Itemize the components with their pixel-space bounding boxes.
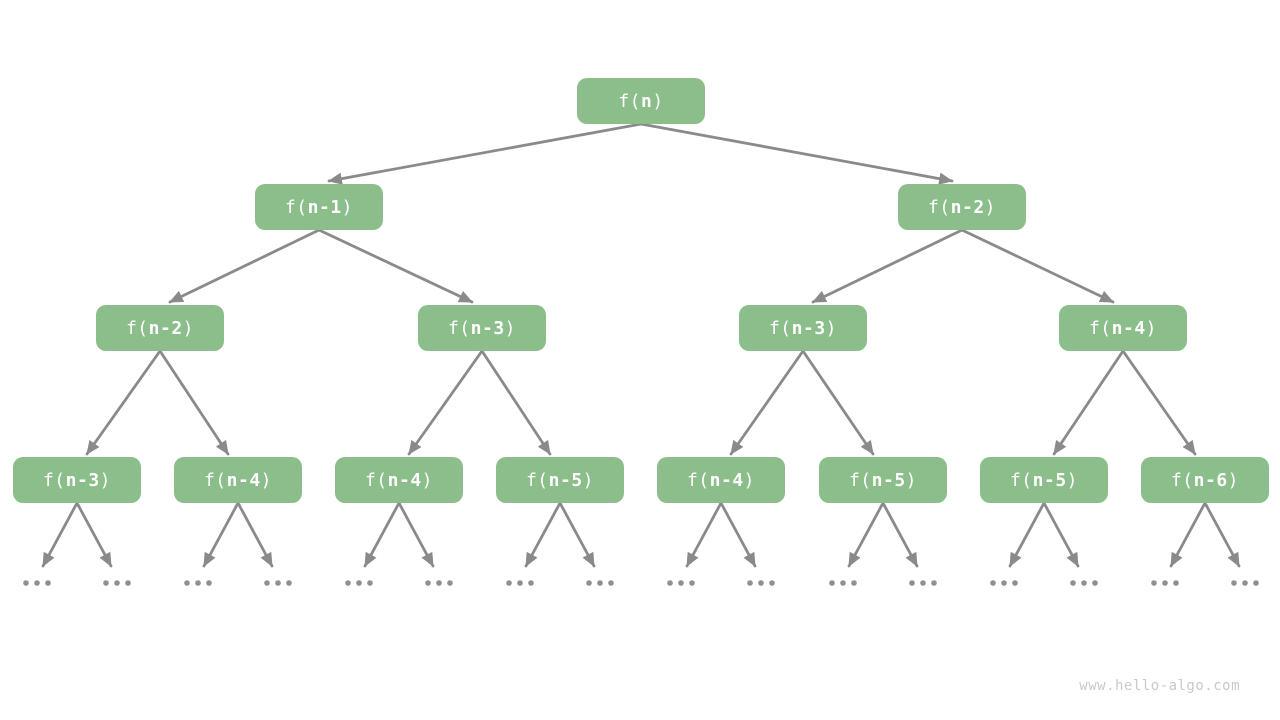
edge-arrow <box>1121 349 1197 456</box>
edge-arrow <box>1052 349 1125 456</box>
ellipsis <box>23 580 51 586</box>
edge-arrow <box>960 228 1115 304</box>
ellipsis <box>425 580 453 586</box>
ellipsis-dot <box>34 580 40 586</box>
edge-arrow <box>317 228 474 304</box>
edge-arrow <box>85 349 162 456</box>
ellipsis-dot <box>909 580 915 586</box>
edge-arrow <box>397 501 435 568</box>
edge-arrow <box>1169 501 1207 568</box>
ellipsis-dot <box>23 580 29 586</box>
ellipsis-dot <box>851 580 857 586</box>
ellipsis-dot <box>597 580 603 586</box>
edge-arrow <box>202 501 240 568</box>
ellipsis-dot <box>528 580 534 586</box>
edge-arrow <box>558 501 596 568</box>
ellipsis <box>829 580 857 586</box>
edge-arrow <box>168 228 321 304</box>
ellipsis-dot <box>367 580 373 586</box>
ellipsis <box>1231 580 1259 586</box>
ellipsis-dot <box>931 580 937 586</box>
ellipsis-dot <box>447 580 453 586</box>
ellipsis <box>667 580 695 586</box>
ellipsis-dot <box>608 580 614 586</box>
ellipsis-dot <box>286 580 292 586</box>
ellipsis-dot <box>1231 580 1237 586</box>
edge-arrow <box>407 349 484 456</box>
ellipsis-dot <box>920 580 926 586</box>
edge-arrow <box>480 349 552 456</box>
ellipsis-dot <box>517 580 523 586</box>
edge-arrow <box>41 501 79 568</box>
ellipsis-dot <box>1173 580 1179 586</box>
edge-arrow <box>881 501 919 568</box>
ellipsis-dot <box>840 580 846 586</box>
ellipsis-dot <box>206 580 212 586</box>
edge-arrow <box>1203 501 1241 568</box>
edge-arrow <box>729 349 805 456</box>
ellipsis-dot <box>1242 580 1248 586</box>
edge-arrow <box>639 122 954 185</box>
ellipsis <box>990 580 1018 586</box>
edge-arrow <box>75 501 113 568</box>
ellipsis-dot <box>1001 580 1007 586</box>
ellipsis-dot <box>667 580 673 586</box>
ellipsis <box>184 580 212 586</box>
ellipsis <box>909 580 937 586</box>
ellipsis-dot <box>425 580 431 586</box>
ellipsis-dot <box>747 580 753 586</box>
ellipsis-dot <box>1012 580 1018 586</box>
ellipsis-dot <box>586 580 592 586</box>
ellipsis-dot <box>184 580 190 586</box>
ellipsis <box>103 580 131 586</box>
edge-arrow <box>801 349 875 456</box>
edge-arrow <box>158 349 230 456</box>
ellipsis <box>1151 580 1179 586</box>
edge-arrow <box>847 501 885 568</box>
ellipsis-dot <box>264 580 270 586</box>
ellipsis-dot <box>275 580 281 586</box>
ellipsis-dot <box>1070 580 1076 586</box>
ellipsis-dot <box>678 580 684 586</box>
ellipsis-dot <box>1162 580 1168 586</box>
ellipsis-dot <box>195 580 201 586</box>
ellipsis-dot <box>1253 580 1259 586</box>
ellipsis <box>747 580 775 586</box>
ellipsis-dot <box>356 580 362 586</box>
ellipsis-dot <box>103 580 109 586</box>
ellipsis-dot <box>990 580 996 586</box>
ellipsis-dot <box>1151 580 1157 586</box>
ellipsis <box>506 580 534 586</box>
ellipsis <box>1070 580 1098 586</box>
edge-arrow <box>363 501 401 568</box>
ellipsis-dot <box>758 580 764 586</box>
edge-arrow <box>811 228 964 304</box>
ellipsis-dot <box>45 580 51 586</box>
edge-arrow <box>524 501 562 568</box>
edge-arrow <box>1042 501 1080 568</box>
ellipsis-dot <box>769 580 775 586</box>
ellipsis-dot <box>1081 580 1087 586</box>
watermark: www.hello-algo.com <box>1079 678 1240 694</box>
ellipsis-dot <box>829 580 835 586</box>
ellipsis-dot <box>689 580 695 586</box>
ellipsis <box>264 580 292 586</box>
ellipsis-dot <box>114 580 120 586</box>
ellipsis <box>586 580 614 586</box>
edge-arrow <box>1008 501 1046 568</box>
edge-arrow <box>327 122 643 185</box>
ellipsis-dot <box>436 580 442 586</box>
ellipsis-dot <box>125 580 131 586</box>
ellipsis-dot <box>506 580 512 586</box>
ellipsis <box>345 580 373 586</box>
edge-arrow <box>236 501 274 568</box>
ellipsis-dot <box>345 580 351 586</box>
ellipsis-dot <box>1092 580 1098 586</box>
edge-arrow <box>719 501 757 568</box>
edge-arrow <box>685 501 723 568</box>
